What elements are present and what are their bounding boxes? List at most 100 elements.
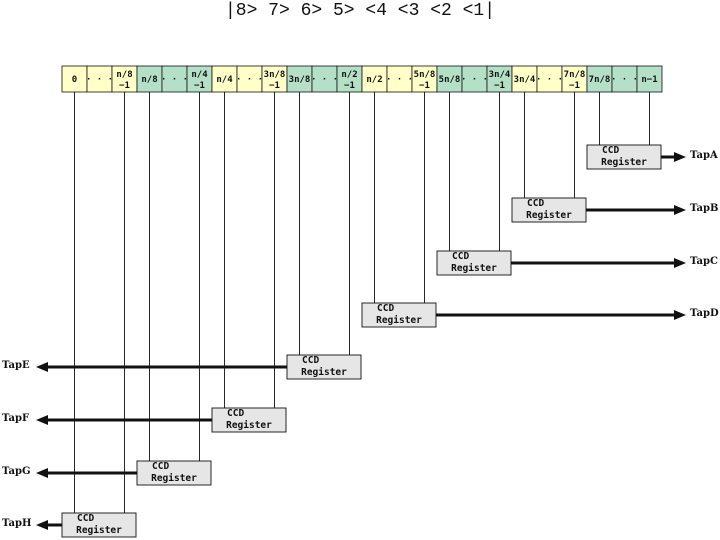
pixel-cell-label: n/8 <box>116 70 132 80</box>
pixel-cell-label: n/8 <box>141 75 157 85</box>
register-box <box>136 460 212 486</box>
register-label-register: Register <box>301 367 347 378</box>
pixel-cell-label: 3n/8 <box>289 75 311 85</box>
output-tap: TapH <box>2 518 62 530</box>
register-label-ccd: CCD <box>452 251 469 262</box>
tap-label: TapD <box>690 308 719 319</box>
pixel-cell-label: −1 <box>494 81 505 91</box>
pixel-cell-label: 5n/8 <box>414 70 436 80</box>
ccd-registers: CCDRegisterCCDRegisterCCDRegisterCCDRegi… <box>61 144 662 538</box>
register-label-register: Register <box>151 473 197 484</box>
tap-label: TapA <box>690 150 718 161</box>
pixel-cell: 5n/8 <box>436 65 463 93</box>
pixel-cell-box <box>311 65 338 93</box>
register-label-register: Register <box>601 157 647 168</box>
pixel-cell-box <box>161 65 188 93</box>
tap-arrowhead <box>674 205 686 215</box>
pixel-cell: 5n/8−1 <box>411 65 438 93</box>
pixel-cell: 3n/4 <box>511 65 538 93</box>
pixel-cell: 0 <box>61 65 88 93</box>
pixel-cell-box <box>236 65 263 93</box>
pixel-cell: · · · <box>311 65 338 93</box>
pixel-cell: n/4−1 <box>186 65 213 93</box>
pixel-cell-box <box>211 65 238 93</box>
pixel-cell: 3n/8 <box>286 65 313 93</box>
register-label-register: Register <box>226 420 272 431</box>
pixel-cell-box <box>636 65 663 93</box>
output-tap: TapE <box>2 360 287 372</box>
pixel-cell-label: n/2 <box>341 70 357 80</box>
pixel-cell-label: 7n/8 <box>589 75 611 85</box>
pixel-cell-label: 3n/8 <box>264 70 286 80</box>
pixel-cell-label: n−1 <box>641 75 657 85</box>
pixel-cell-box <box>86 65 113 93</box>
pixel-cell: n/8−1 <box>111 65 138 93</box>
output-tap: TapB <box>586 203 718 215</box>
register-label-ccd: CCD <box>77 513 94 524</box>
register-label-ccd: CCD <box>602 145 619 156</box>
pixel-cell-label: −1 <box>119 81 130 91</box>
register-label-ccd: CCD <box>377 303 394 314</box>
tap-label: TapE <box>2 360 30 371</box>
pixel-cell-box <box>386 65 413 93</box>
pixel-cell: · · · <box>536 65 563 93</box>
pixel-cell: · · · <box>236 65 263 93</box>
pixel-cell-box <box>261 65 288 93</box>
pixel-cell-label: 5n/8 <box>439 75 461 85</box>
pixel-cell-label: −1 <box>269 81 280 91</box>
pixel-cell: n−1 <box>636 65 663 93</box>
pixel-cell-label: 3n/4 <box>489 70 511 80</box>
pixel-cell: · · · <box>611 65 638 93</box>
output-tap: TapD <box>436 308 719 320</box>
tap-label: TapC <box>690 256 718 267</box>
tap-label: TapH <box>2 518 31 529</box>
tap-label: TapB <box>690 203 718 214</box>
register-label-register: Register <box>451 263 497 274</box>
tap-label: TapF <box>2 413 29 424</box>
pixel-row: 0· · ·n/8−1n/8· · ·n/4−1n/4· · ·3n/8−13n… <box>61 65 663 93</box>
pixel-cell: · · · <box>86 65 113 93</box>
pixel-cell: n/2 <box>361 65 388 93</box>
register-label-ccd: CCD <box>152 461 169 472</box>
pixel-cell-label: · · · <box>311 75 338 85</box>
output-tap: TapG <box>2 466 137 478</box>
tap-arrowhead <box>36 468 48 478</box>
pixel-cell-box <box>411 65 438 93</box>
register-label-ccd: CCD <box>302 355 319 366</box>
pixel-cell: 7n/8−1 <box>561 65 588 93</box>
pixel-cell-label: −1 <box>419 81 430 91</box>
pixel-cell: · · · <box>386 65 413 93</box>
pixel-cell-label: n/4 <box>191 70 208 80</box>
pixel-cell: · · · <box>461 65 488 93</box>
pixel-cell: n/4 <box>211 65 238 93</box>
pixel-cell-box <box>361 65 388 93</box>
pixel-cell-label: · · · <box>161 75 188 85</box>
pixel-cell: 7n/8 <box>586 65 613 93</box>
pixel-cell-label: · · · <box>386 75 413 85</box>
pixel-cell: · · · <box>161 65 188 93</box>
tap-arrowhead <box>674 152 686 162</box>
register-label-register: Register <box>76 525 122 536</box>
pixel-cell: n/2−1 <box>336 65 363 93</box>
pixel-cell-label: n/4 <box>216 75 233 85</box>
pixel-cell-label: 0 <box>72 75 77 85</box>
tap-label: TapG <box>2 466 31 477</box>
register-label-ccd: CCD <box>527 198 544 209</box>
tap-arrowhead <box>674 310 686 320</box>
tap-arrowhead <box>36 362 48 372</box>
pixel-cell-label: · · · <box>461 75 488 85</box>
pixel-cell-label: · · · <box>86 75 113 85</box>
output-tap: TapA <box>661 150 718 162</box>
pixel-cell: 3n/4−1 <box>486 65 513 93</box>
pixel-cell-label: · · · <box>236 75 263 85</box>
pixel-cell-box <box>486 65 513 93</box>
output-taps: TapA TapB TapC TapD TapE TapF TapG TapH <box>2 150 719 530</box>
